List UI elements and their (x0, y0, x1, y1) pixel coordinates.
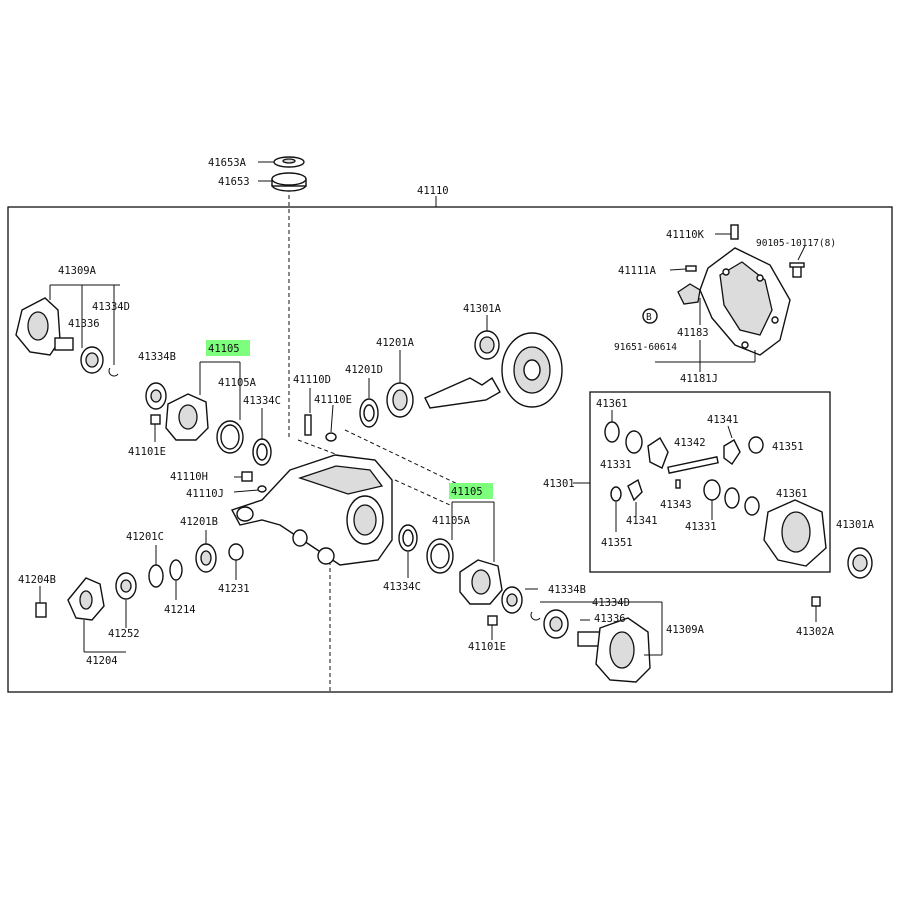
label-41334D-left: 41334D (92, 301, 130, 313)
pinion-ring-gear (359, 315, 563, 428)
label-B: B (646, 312, 652, 323)
label-41105-right: 41105 (451, 486, 483, 498)
label-41252: 41252 (108, 628, 140, 640)
differential-subframe (589, 391, 831, 573)
label-41110K: 41110K (666, 229, 705, 241)
label-41653A: 41653A (208, 157, 247, 169)
assembly-frame (7, 206, 893, 693)
label-41331-b: 41331 (685, 521, 717, 533)
label-41309A-right: 41309A (666, 624, 705, 636)
label-41201C: 41201C (126, 531, 164, 543)
label-41111A: 41111A (618, 265, 657, 277)
label-41110E: 41110E (314, 394, 352, 406)
label-41341-a: 41341 (707, 414, 739, 426)
label-41334D-right: 41334D (592, 597, 630, 609)
label-91651-60614: 91651-60614 (614, 342, 677, 353)
label-41101E-left: 41101E (128, 446, 166, 458)
rear-cover-group (642, 224, 806, 372)
label-41361-b: 41361 (776, 488, 808, 500)
label-41183: 41183 (677, 327, 709, 339)
label-41301A-top: 41301A (463, 303, 502, 315)
label-41301A-right: 41301A (836, 519, 875, 531)
label-41301: 41301 (543, 478, 575, 490)
label-41105-left: 41105 (208, 343, 240, 355)
label-41204: 41204 (86, 655, 118, 667)
label-41361-a: 41361 (596, 398, 628, 410)
label-41351-b: 41351 (601, 537, 633, 549)
label-41351-a: 41351 (772, 441, 804, 453)
carrier-housing (230, 388, 393, 566)
right-flange-group (525, 588, 663, 683)
label-41231: 41231 (218, 583, 250, 595)
label-41201A: 41201A (376, 337, 415, 349)
label-41105A-right: 41105A (432, 515, 471, 527)
left-retainer-group (145, 361, 272, 466)
label-41181J: 41181J (680, 373, 718, 385)
label-41110: 41110 (417, 185, 449, 197)
right-retainer-group (398, 501, 523, 640)
drain-plug-41653 (258, 156, 307, 192)
label-41336-right: 41336 (594, 613, 626, 625)
label-41110H: 41110H (170, 471, 208, 483)
label-41101E-right: 41101E (468, 641, 506, 653)
highlight-41105-right (449, 483, 493, 499)
label-41201B: 41201B (180, 516, 218, 528)
label-41110D: 41110D (293, 374, 331, 386)
label-41302A: 41302A (796, 626, 835, 638)
label-41334C-left: 41334C (243, 395, 281, 407)
label-41204B: 41204B (18, 574, 56, 586)
label-41343: 41343 (660, 499, 692, 511)
label-41334B-right: 41334B (548, 584, 586, 596)
label-41342: 41342 (674, 437, 706, 449)
label-41110J: 41110J (186, 488, 224, 500)
differential-internals (604, 410, 873, 622)
label-41214: 41214 (164, 604, 196, 616)
label-41341-b: 41341 (626, 515, 658, 527)
label-41334C-right: 41334C (383, 581, 421, 593)
label-41309A-left: 41309A (58, 265, 97, 277)
highlight-41105-left (206, 340, 250, 356)
label-90105-10117: 90105-10117(8) (756, 238, 836, 249)
label-41331-a: 41331 (600, 459, 632, 471)
label-41334B-left: 41334B (138, 351, 176, 363)
label-41105A-left: 41105A (218, 377, 257, 389)
input-flange-group (35, 530, 244, 653)
left-flange-group (15, 284, 120, 377)
label-41201D: 41201D (345, 364, 383, 376)
label-41653: 41653 (218, 176, 250, 188)
label-41336-left: 41336 (68, 318, 100, 330)
